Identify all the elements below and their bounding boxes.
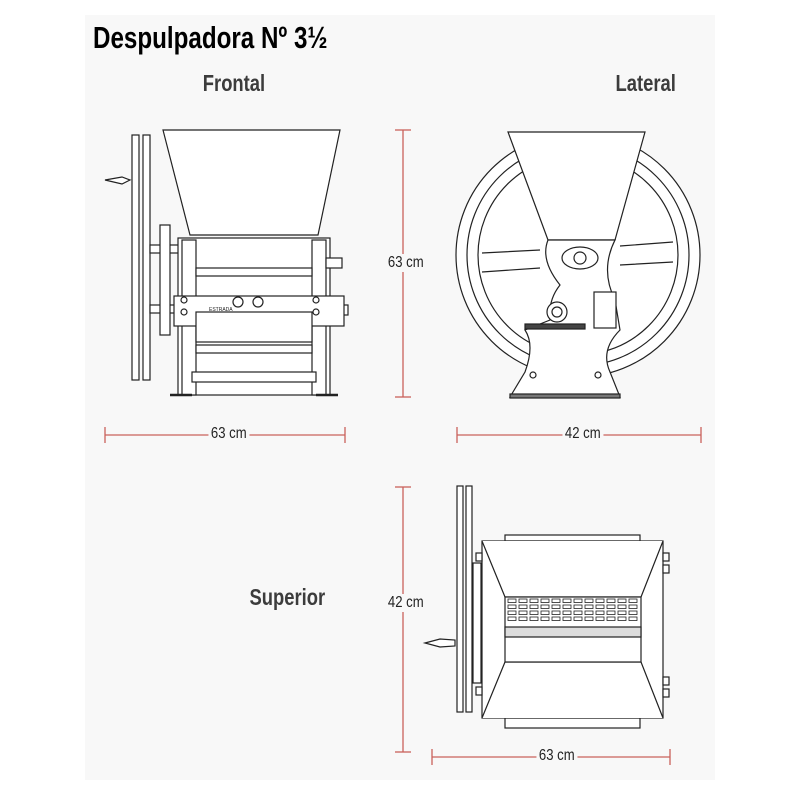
perforation	[540, 610, 550, 615]
perforation	[595, 598, 605, 603]
perforation	[573, 610, 583, 615]
perforation	[562, 616, 572, 621]
perforation	[595, 610, 605, 615]
dim-label-frontal-height: 63 cm	[385, 254, 427, 272]
perforation	[540, 616, 550, 621]
perforation	[551, 598, 561, 603]
perforation	[628, 598, 638, 603]
perforation	[518, 616, 528, 621]
dim-label-superior-height: 42 cm	[385, 594, 427, 612]
perforation	[606, 610, 616, 615]
perforation	[529, 604, 539, 609]
perforation	[595, 616, 605, 621]
dim-label-lateral-width: 42 cm	[562, 425, 604, 443]
perforation	[606, 616, 616, 621]
perforation	[507, 598, 517, 603]
perforation	[540, 598, 550, 603]
view-label-superior: Superior	[249, 584, 326, 610]
brand-mark: ESTRADA	[209, 307, 233, 313]
perforation	[562, 598, 572, 603]
perforation	[507, 610, 517, 615]
perforation	[628, 604, 638, 609]
perforation	[507, 616, 517, 621]
perforation	[617, 610, 627, 615]
perforation	[617, 604, 627, 609]
perforation	[595, 604, 605, 609]
perforation	[606, 598, 616, 603]
screen-perforations	[507, 598, 638, 621]
dim-superior-height	[395, 486, 411, 753]
perforation	[584, 616, 594, 621]
dim-label-frontal-width: 63 cm	[208, 425, 250, 443]
view-label-lateral: Lateral	[615, 70, 676, 96]
perforation	[518, 604, 528, 609]
frontal-view	[104, 129, 349, 397]
perforation	[573, 616, 583, 621]
perforation	[518, 610, 528, 615]
perforation	[584, 604, 594, 609]
perforation	[518, 598, 528, 603]
lateral-view	[455, 131, 701, 399]
dim-label-superior-width: 63 cm	[536, 747, 578, 765]
perforation	[628, 610, 638, 615]
perforation	[529, 610, 539, 615]
perforation	[551, 604, 561, 609]
perforation	[529, 616, 539, 621]
perforation	[540, 604, 550, 609]
perforation	[584, 610, 594, 615]
perforation	[573, 604, 583, 609]
perforation	[606, 604, 616, 609]
view-label-frontal: Frontal	[202, 70, 266, 96]
perforation	[617, 598, 627, 603]
perforation	[507, 604, 517, 609]
perforation	[562, 604, 572, 609]
perforation	[584, 598, 594, 603]
perforation	[628, 616, 638, 621]
perforation	[551, 616, 561, 621]
superior-view	[422, 485, 670, 729]
perforation	[573, 598, 583, 603]
perforation	[551, 610, 561, 615]
perforation	[617, 616, 627, 621]
perforation	[562, 610, 572, 615]
perforation	[529, 598, 539, 603]
page-title: Despulpadora Nº 3½	[93, 20, 328, 55]
